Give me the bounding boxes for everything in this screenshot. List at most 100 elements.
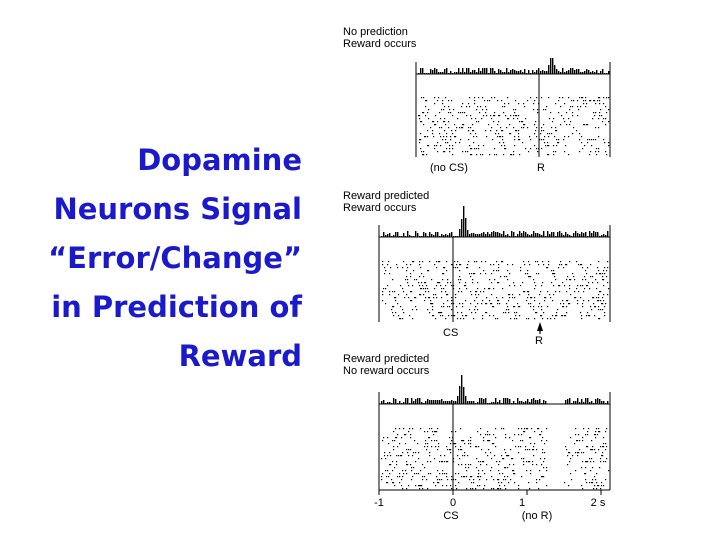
spike-tick	[401, 479, 403, 481]
spike-tick	[486, 303, 488, 305]
spike-tick	[474, 148, 476, 150]
histogram-bin	[415, 399, 417, 404]
spike-tick	[423, 124, 425, 126]
spike-tick	[595, 479, 597, 481]
spike-tick	[580, 264, 582, 266]
spike-tick	[586, 461, 588, 463]
histogram-bin	[589, 231, 591, 237]
spike-tick	[455, 473, 457, 475]
spike-tick	[606, 112, 608, 114]
spike-tick	[594, 306, 596, 308]
spike-tick	[529, 264, 531, 266]
spike-tick	[450, 443, 452, 445]
spike-tick	[541, 306, 543, 308]
histogram-bin	[591, 233, 593, 237]
spike-tick	[468, 130, 470, 132]
spike-tick	[604, 267, 606, 269]
histogram-bin	[439, 236, 441, 237]
spike-tick	[461, 127, 463, 129]
spike-tick	[441, 461, 443, 463]
spike-tick	[593, 461, 595, 463]
spike-tick	[522, 440, 524, 442]
spike-tick	[599, 115, 601, 117]
spike-tick	[482, 97, 484, 99]
spike-tick	[513, 151, 515, 153]
spike-tick	[560, 303, 562, 305]
spike-tick	[504, 449, 506, 451]
spike-tick	[514, 139, 516, 141]
histogram-bin	[557, 232, 559, 237]
spike-tick	[563, 306, 565, 308]
spike-tick	[601, 482, 603, 484]
spike-tick	[453, 479, 455, 481]
spike-tick	[491, 467, 493, 469]
spike-tick	[547, 306, 549, 308]
spike-tick	[598, 306, 600, 308]
histogram-bin	[603, 234, 605, 237]
spike-tick	[427, 309, 429, 311]
spike-tick	[459, 264, 461, 266]
spike-tick	[515, 109, 517, 111]
histogram-bin	[494, 71, 496, 74]
spike-tick	[487, 455, 489, 457]
spike-tick	[414, 473, 416, 475]
spike-tick	[520, 267, 522, 269]
spike-tick	[536, 273, 538, 275]
spike-tick	[533, 103, 535, 105]
spike-tick	[566, 124, 568, 126]
histogram-bin	[493, 231, 495, 237]
spike-tick	[575, 434, 577, 436]
spike-tick	[459, 288, 461, 290]
histogram-bin	[571, 403, 573, 404]
title-line: “Error/Change”	[48, 241, 302, 275]
spike-tick	[577, 106, 579, 108]
spike-tick	[469, 273, 471, 275]
spike-tick	[443, 136, 445, 138]
spike-tick	[438, 446, 440, 448]
spike-tick	[437, 482, 439, 484]
spike-tick	[449, 109, 451, 111]
spike-tick	[448, 121, 450, 123]
spike-tick	[534, 297, 536, 299]
spike-tick	[528, 461, 530, 463]
spike-tick	[397, 267, 399, 269]
histogram-bin	[582, 72, 584, 74]
spike-tick	[468, 464, 470, 466]
spike-tick	[440, 285, 442, 287]
spike-tick	[533, 309, 535, 311]
spike-tick	[453, 461, 455, 463]
histogram-bin	[478, 68, 480, 74]
spike-tick	[421, 151, 423, 153]
spike-tick	[552, 300, 554, 302]
spike-tick	[582, 488, 584, 490]
histogram-bin	[572, 68, 574, 74]
spike-tick	[571, 479, 573, 481]
histogram-bin	[519, 401, 521, 404]
spike-tick	[605, 106, 607, 108]
spike-tick	[589, 288, 591, 290]
spike-tick	[559, 97, 561, 99]
spike-tick	[536, 449, 538, 451]
spike-tick	[564, 482, 566, 484]
spike-tick	[557, 309, 559, 311]
spike-tick	[596, 273, 598, 275]
spike-tick	[544, 142, 546, 144]
spike-tick	[598, 97, 600, 99]
spike-tick	[569, 279, 571, 281]
spike-tick	[488, 288, 490, 290]
spike-tick	[577, 455, 579, 457]
spike-tick	[424, 300, 426, 302]
spike-tick	[594, 100, 596, 102]
spike-tick	[486, 312, 488, 314]
spike-tick	[538, 488, 540, 490]
histogram-bin	[531, 234, 533, 237]
spike-tick	[521, 428, 523, 430]
spike-tick	[490, 452, 492, 454]
spike-tick	[411, 291, 413, 293]
spike-tick	[434, 145, 436, 147]
spike-tick	[480, 434, 482, 436]
spike-tick	[470, 440, 472, 442]
cs-axis-label: CS	[443, 510, 458, 522]
spike-tick	[470, 133, 472, 135]
spike-tick	[467, 264, 469, 266]
